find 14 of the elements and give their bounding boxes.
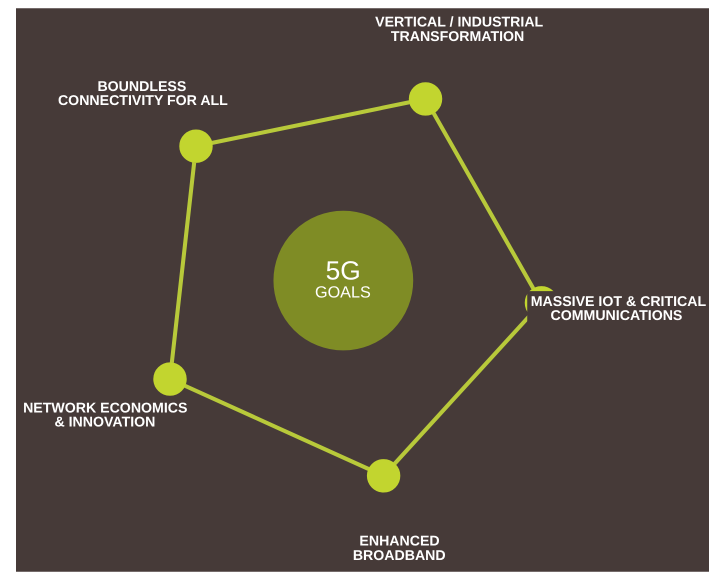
connector — [212, 100, 410, 145]
node-label: NETWORK ECONOMICS & INNOVATION — [23, 400, 188, 431]
node-circle — [408, 82, 442, 116]
node-label: BOUNDLESS CONNECTIVITY FOR ALL — [58, 79, 228, 110]
node-circle — [153, 362, 187, 396]
connector — [432, 112, 536, 290]
connector — [170, 162, 196, 363]
connector — [184, 384, 370, 471]
node-circle — [179, 130, 213, 163]
node-circle: 5G GOALS — [273, 210, 414, 350]
node-label: ENHANCED BROADBAND — [352, 534, 446, 564]
node-label: MASSIVE IOT & CRITICAL COMMUNICATIONS — [530, 294, 706, 324]
node-label: VERTICAL / INDUSTRIAL TRANSFORMATION — [375, 14, 544, 45]
node-circle — [366, 459, 400, 492]
